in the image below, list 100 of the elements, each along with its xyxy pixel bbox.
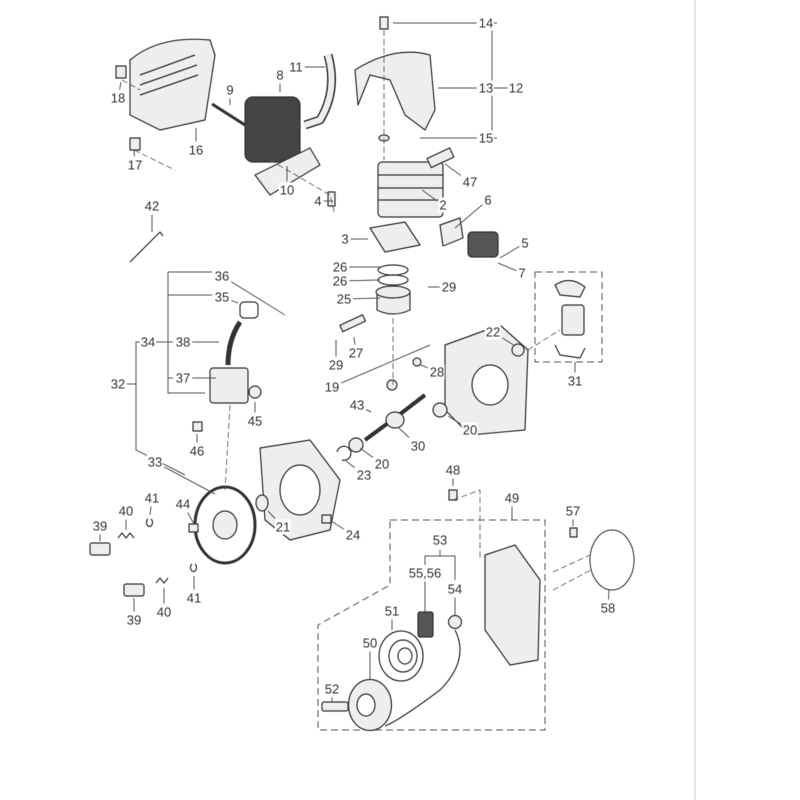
- callout-number: 25: [336, 292, 352, 306]
- callout-number: 8: [275, 68, 285, 82]
- callout-number: 50: [362, 636, 378, 650]
- rope-eyelet: [448, 615, 462, 629]
- leader-line: [119, 82, 122, 90]
- leader-line: [346, 460, 356, 468]
- leader-line: [452, 478, 454, 486]
- callout-number: 39: [92, 518, 108, 534]
- callout-number: 9: [225, 82, 235, 98]
- leader-line: [330, 520, 344, 530]
- callout-number: 23: [356, 468, 372, 482]
- callout-number: 51: [384, 604, 400, 618]
- callout-number: 29: [440, 280, 458, 294]
- leader-line: [454, 597, 456, 616]
- leader-line: [398, 428, 410, 438]
- leader-line: [352, 298, 380, 300]
- callout-number: 15: [478, 130, 494, 146]
- leader-line: [428, 286, 440, 288]
- callout-number: 52: [324, 682, 340, 696]
- rewind-spring-drawing: [378, 630, 424, 682]
- callout-number: 44: [174, 496, 192, 512]
- leader-line: [354, 336, 356, 345]
- callout-number: 21: [274, 520, 292, 534]
- callout-number: 31: [566, 374, 584, 388]
- callout-number: 26: [332, 260, 348, 274]
- callout-number: 47: [462, 174, 478, 190]
- leader-line: [498, 262, 517, 272]
- leader-line: [230, 300, 238, 304]
- leader-line: [254, 402, 256, 413]
- callout-number: 48: [444, 462, 462, 478]
- leader-line: [422, 190, 438, 202]
- callout-number: 3: [340, 232, 350, 246]
- callout-number: 12: [508, 80, 524, 96]
- leader-line: [500, 246, 520, 258]
- callout-number: 22: [484, 324, 502, 340]
- callout-number: 4: [313, 194, 323, 208]
- callout-number: 46: [188, 444, 206, 458]
- callout-number: 58: [600, 600, 616, 616]
- callout-number: 27: [348, 346, 364, 360]
- callout-number: 26: [332, 274, 348, 288]
- leader-line: [444, 164, 462, 176]
- callout-number: 14: [478, 16, 494, 30]
- callout-number: 20: [462, 422, 478, 438]
- leader-line: [196, 434, 198, 443]
- callout-number: 10: [278, 182, 296, 198]
- callout-number: 38: [174, 334, 192, 350]
- starter-handle: [418, 612, 433, 637]
- leader-line: [348, 280, 380, 282]
- callout-number: 33: [146, 454, 164, 470]
- leader-line: [392, 22, 478, 24]
- leader-line: [323, 200, 334, 202]
- callout-number: 18: [110, 90, 126, 106]
- leader-line: [134, 150, 135, 157]
- callout-number: 53: [432, 532, 448, 548]
- leader-line: [340, 344, 430, 384]
- screw: [322, 702, 348, 711]
- callout-number: 42: [144, 198, 160, 214]
- callout-number: 55,56: [408, 566, 442, 580]
- leader-line: [164, 466, 216, 494]
- callout-number: 43: [348, 398, 366, 412]
- callout-number: 54: [446, 582, 464, 596]
- callout-number: 40: [118, 504, 134, 518]
- callout-number: 5: [520, 236, 530, 250]
- callout-number: 19: [324, 380, 340, 394]
- callout-number: 24: [344, 528, 362, 542]
- leader-line: [230, 281, 286, 316]
- leader-line: [574, 362, 576, 373]
- leader-line: [268, 510, 276, 519]
- callout-number: 30: [410, 438, 426, 454]
- leader-line: [366, 409, 372, 412]
- leader-line: [448, 416, 462, 425]
- leader-line: [348, 266, 380, 268]
- leader-line: [424, 581, 426, 612]
- leader-line: [454, 204, 483, 228]
- callout-number: 39: [126, 612, 142, 628]
- pulley-drawing: [348, 679, 392, 731]
- callout-number: 41: [144, 490, 160, 506]
- callout-number: 41: [186, 590, 202, 606]
- leader-line: [360, 448, 374, 458]
- callout-number: 29: [328, 358, 344, 372]
- callout-number: 49: [504, 490, 520, 506]
- callout-number: 11: [288, 60, 304, 74]
- callout-number: 28: [428, 364, 446, 380]
- callout-number: 37: [174, 370, 192, 386]
- group-outline: [318, 520, 545, 730]
- leader-line: [572, 519, 574, 526]
- callout-number: 35: [214, 290, 230, 304]
- callout-number: 7: [517, 266, 527, 280]
- leader-line: [286, 166, 288, 182]
- leader-line: [502, 337, 516, 346]
- callout-number: 45: [246, 414, 264, 428]
- callout-number: 40: [156, 604, 172, 620]
- callout-number: 20: [374, 456, 390, 472]
- leader-line: [608, 590, 610, 600]
- callout-number: 2: [438, 198, 448, 212]
- leader-line: [187, 512, 194, 524]
- leader-line: [150, 506, 152, 516]
- callout-number: 36: [214, 268, 230, 284]
- group-outline: [535, 272, 602, 362]
- leader-line: [304, 66, 326, 68]
